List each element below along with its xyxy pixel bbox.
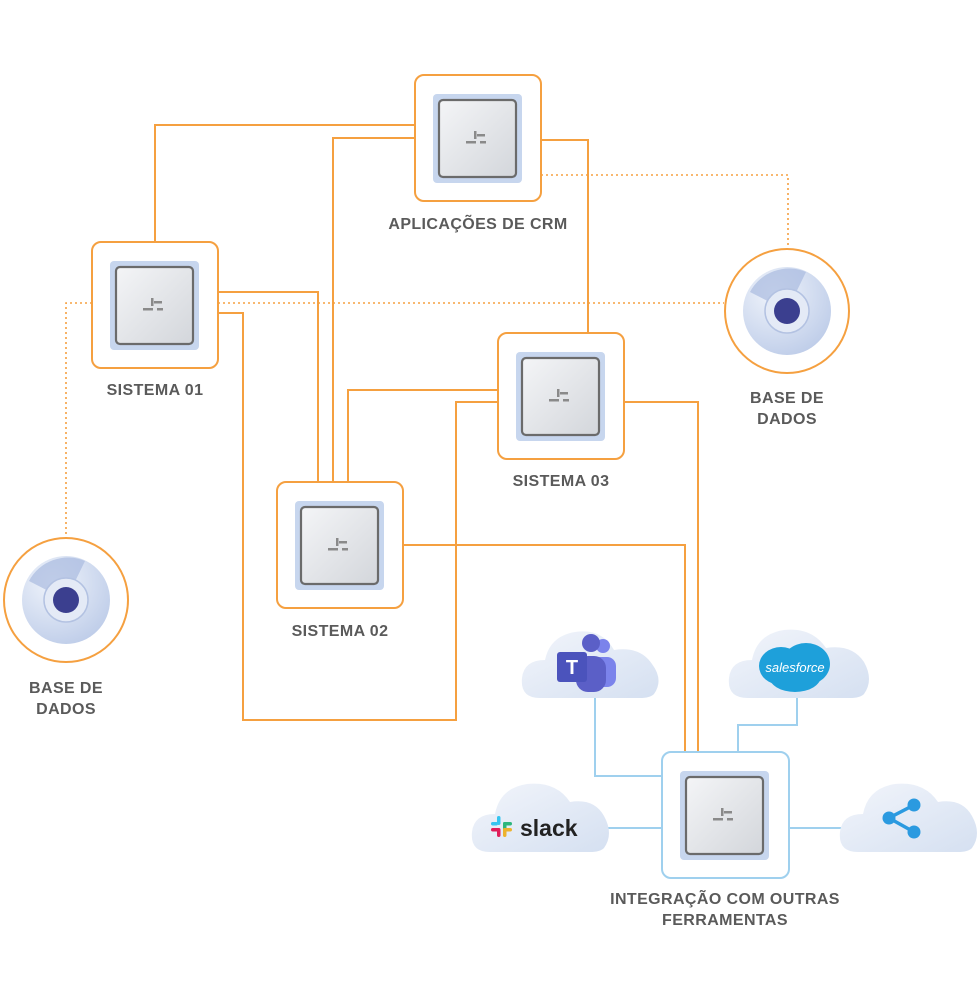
chip-icon [713, 808, 733, 821]
connector-s01-crm [154, 124, 415, 242]
slack-logo-icon [491, 816, 512, 837]
chip-icon [143, 298, 163, 311]
cloud-teams[interactable]: T [521, 631, 659, 698]
chip-icon [328, 538, 348, 551]
connector-crm-s02-a [332, 137, 415, 482]
label-database-left: BASE DE DADOS [29, 680, 103, 718]
label-database-right: BASE DE DADOS [750, 390, 824, 428]
connector-lines [154, 124, 699, 752]
node-integration[interactable] [661, 751, 790, 879]
dotted-s01-db-left [65, 302, 92, 540]
salesforce-logo: salesforce [759, 643, 830, 692]
integration-connector-lines [594, 695, 845, 829]
database-icon [774, 298, 800, 324]
database-icon [53, 587, 79, 613]
node-database-right[interactable] [724, 248, 850, 374]
database-dotted-lines [65, 174, 789, 540]
connector-s03-integration [625, 401, 699, 752]
node-sistema-03[interactable] [497, 332, 625, 460]
node-database-left[interactable] [3, 537, 129, 663]
teams-icon: T [557, 634, 616, 692]
slack-label: slack [520, 815, 578, 841]
label-sistema-03: SISTEMA 03 [512, 473, 610, 490]
share-icon [882, 798, 921, 839]
connector-s01-s02 [218, 291, 319, 482]
dotted-crm-db-right [541, 174, 789, 248]
cloud-share[interactable] [839, 783, 977, 852]
connector-salesforce-integration [737, 695, 798, 752]
cloud-salesforce[interactable]: salesforce [728, 629, 869, 698]
connector-s03-s02 [347, 389, 498, 482]
connector-s02-integration [404, 544, 686, 752]
connector-s01-loop [218, 312, 498, 721]
node-sistema-01[interactable] [91, 241, 219, 369]
teams-letter: T [566, 657, 578, 679]
node-sistema-02[interactable] [276, 481, 404, 609]
label-sistema-01: SISTEMA 01 [106, 382, 204, 399]
salesforce-label: salesforce [765, 660, 824, 675]
node-crm[interactable] [414, 74, 542, 202]
chip-icon [549, 389, 569, 402]
label-crm: APLICAÇÕES DE CRM [388, 216, 568, 233]
connector-teams-integration [594, 695, 662, 777]
label-sistema-02: SISTEMA 02 [291, 623, 389, 640]
cloud-slack[interactable]: slack [471, 783, 609, 852]
connector-crm-s03 [541, 139, 589, 333]
chip-icon [466, 131, 486, 144]
label-integration: INTEGRAÇÃO COM OUTRAS FERRAMENTAS [610, 891, 840, 929]
